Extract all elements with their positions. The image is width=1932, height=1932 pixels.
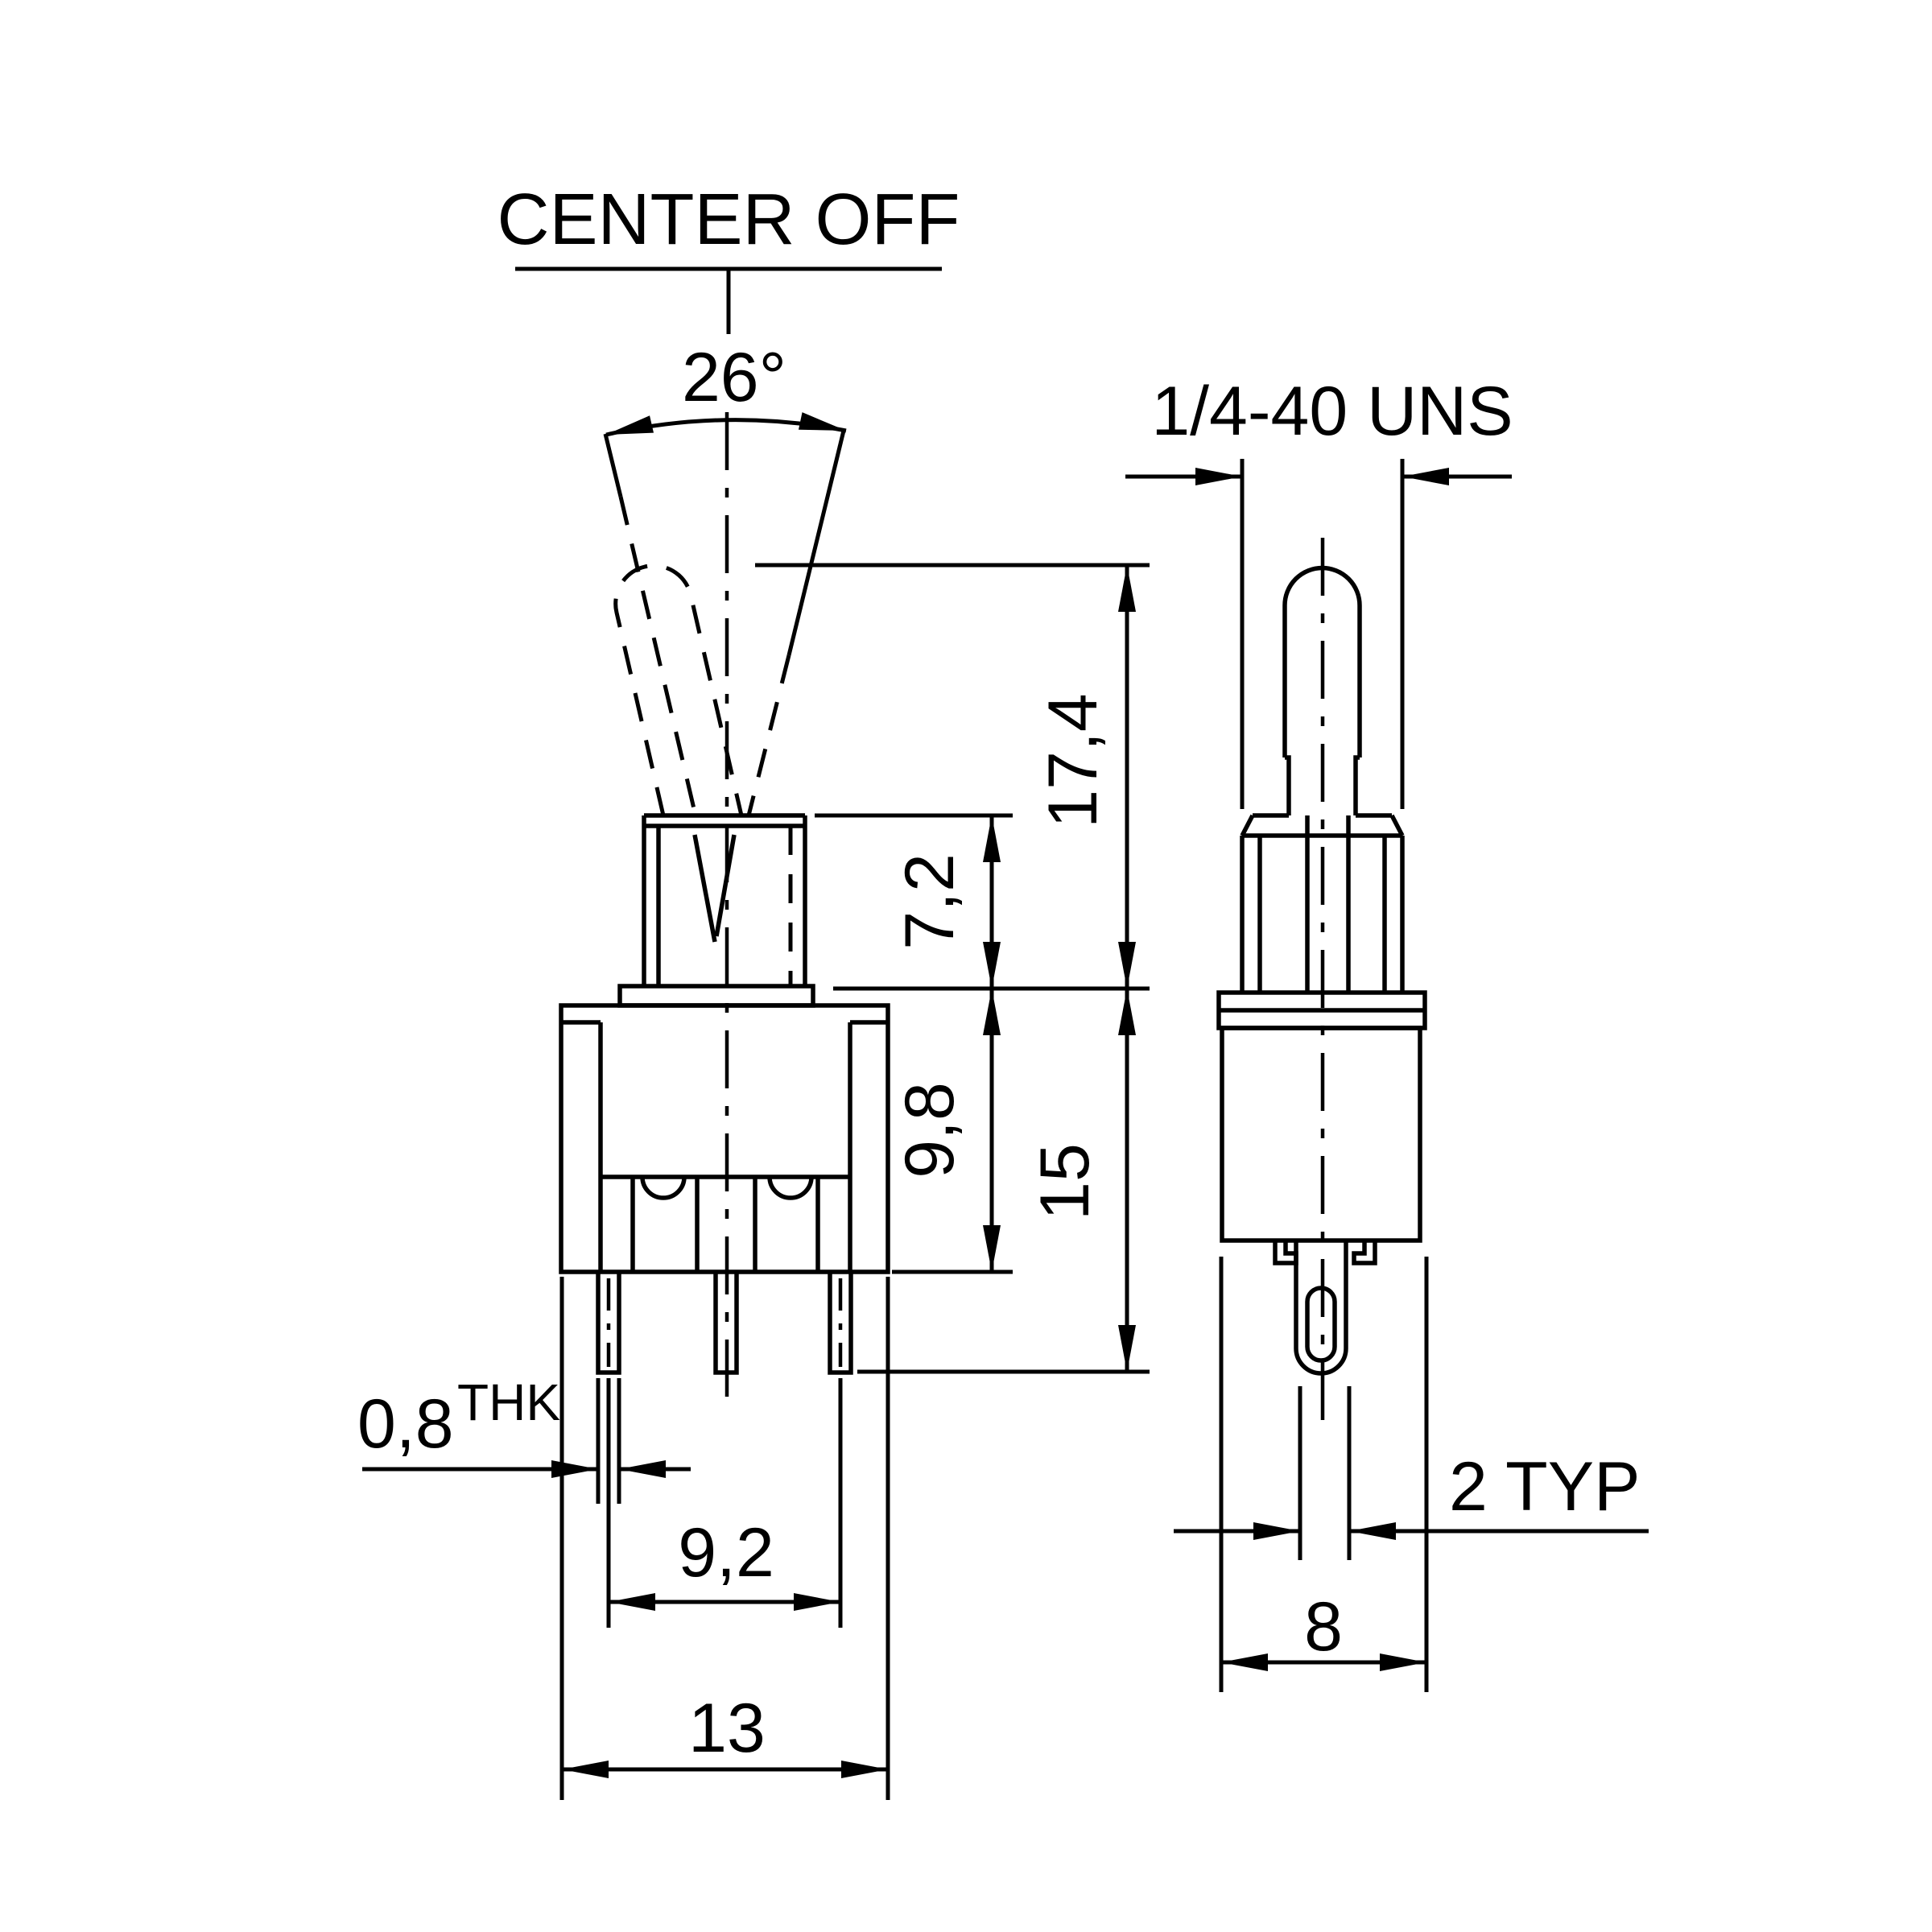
dim-throw-angle: 26°: [603, 339, 848, 816]
bushing-chamfer-left: [1240, 814, 1255, 837]
lever-side: [1282, 565, 1362, 993]
angle-leg-right-hidden: [746, 654, 791, 816]
lever-side-cap: [1282, 565, 1362, 758]
label-0-8: 0,8: [357, 1385, 454, 1463]
dim-bushing-height: 7,2: [891, 815, 1001, 1272]
terminal-blade: [1294, 1241, 1348, 1376]
terminal-shoulder-right: [1352, 1241, 1377, 1265]
terminal-slot: [1305, 1286, 1337, 1363]
arrow-13-left: [562, 1761, 609, 1778]
label-2typ: 2 TYP: [1449, 1448, 1640, 1525]
angle-arrow-left: [604, 415, 654, 444]
angle-label: 26°: [682, 339, 786, 416]
arrow-15-bottom: [1118, 1325, 1136, 1372]
bushing-chamfer-right: [1389, 814, 1405, 837]
arrow-15-top: [1118, 989, 1136, 1035]
dim-body-width: 13: [559, 1277, 890, 1800]
arrow-9-8-bottom: [983, 1225, 1001, 1272]
front-view: CENTER OFF 26°: [357, 180, 1150, 1800]
pin-right: [828, 1272, 853, 1375]
arrow-thread-right: [1402, 468, 1449, 485]
arrow-2typ-right: [1349, 1522, 1396, 1540]
bushing-front: [642, 813, 807, 986]
bushing-side: [1240, 813, 1405, 993]
body-outline: [559, 1003, 890, 1274]
angle-leg-left-hidden: [618, 496, 698, 816]
dim-pin-spacing: 9,2: [606, 1378, 843, 1628]
dim-body-depth: 8: [1219, 1257, 1429, 1692]
arrow-9-8-top: [983, 989, 1001, 1035]
dim-pin-reach: 15: [1026, 989, 1136, 1372]
label-13: 13: [688, 1690, 766, 1767]
arrow-17-4-bottom: [1118, 942, 1136, 989]
flange-front: [617, 984, 815, 1008]
pins-front: [596, 1272, 853, 1375]
lever-pivot-line-left: [692, 834, 717, 943]
arrow-8-left: [1221, 1653, 1268, 1671]
label-8: 8: [1304, 1588, 1343, 1666]
dim-lever-height: 17,4: [1034, 565, 1136, 1372]
dim-body-height: 9,8: [891, 989, 1001, 1272]
arrow-7-2-top: [983, 815, 1001, 862]
label-15: 15: [1026, 1143, 1104, 1220]
arrow-thread-left: [1195, 468, 1242, 485]
pin-center: [713, 1272, 739, 1375]
label-9-8: 9,8: [891, 1082, 968, 1179]
pin-left: [596, 1272, 621, 1375]
arrow-0-8-left: [551, 1460, 598, 1478]
lever-pivot-line-right: [714, 834, 737, 937]
angle-leg-left-solid: [603, 433, 623, 497]
arrow-9-2-right: [794, 1593, 840, 1611]
lever-side-step-left: [1285, 755, 1291, 815]
lever-side-step-right: [1353, 755, 1360, 815]
notch-left: [640, 1176, 687, 1200]
arrow-7-2-bottom: [983, 942, 1001, 989]
angle-leg-right-solid: [786, 430, 846, 656]
arrow-2typ-left: [1253, 1522, 1300, 1540]
dim-thread: 1/4-40 UNS: [1125, 373, 1513, 809]
dim-terminal-width: 2 TYP: [1174, 1386, 1649, 1560]
terminal-shoulder-left: [1273, 1241, 1298, 1265]
label-9-2: 9,2: [678, 1514, 774, 1591]
lever-front-outline: [613, 564, 744, 816]
terminal-side: [1273, 1241, 1377, 1376]
side-view: 1/4-40 UNS: [1125, 373, 1649, 1692]
dim-pin-thickness: 0,8 THK: [357, 1373, 691, 1504]
label-7-2: 7,2: [891, 853, 968, 950]
arrow-17-4-top: [1118, 565, 1136, 612]
arrow-9-2-left: [609, 1593, 655, 1611]
arrow-8-right: [1380, 1653, 1426, 1671]
label-thk: THK: [457, 1373, 560, 1431]
label-thread: 1/4-40 UNS: [1151, 373, 1513, 450]
arrow-13-right: [841, 1761, 888, 1778]
title-center-off: CENTER OFF: [497, 180, 960, 260]
label-17-4: 17,4: [1034, 693, 1112, 828]
body-side: [1220, 1026, 1422, 1243]
notch-right: [767, 1176, 814, 1200]
body-front: [559, 1003, 890, 1274]
